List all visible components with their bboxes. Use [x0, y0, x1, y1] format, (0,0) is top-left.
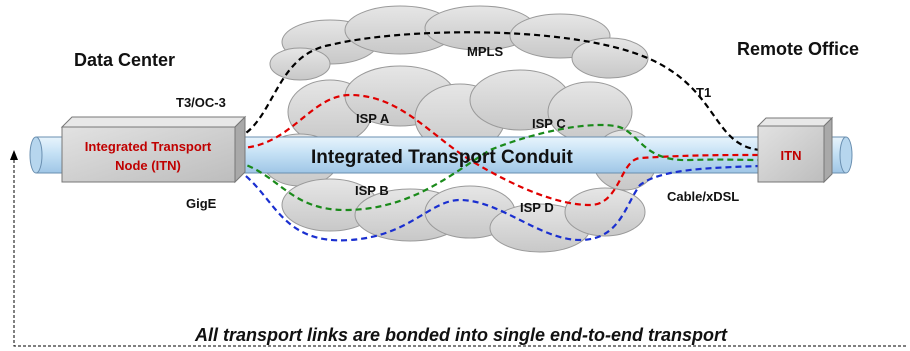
- link-path-isp-d: [237, 164, 761, 242]
- mpls-label: MPLS: [467, 44, 503, 59]
- right-itn-label: ITN: [781, 148, 802, 163]
- data-center-label: Data Center: [74, 50, 175, 70]
- t1-label: T1: [696, 85, 711, 100]
- left-itn-node: [60, 115, 247, 184]
- t3-oc3-label: T3/OC-3: [176, 95, 226, 110]
- remote-office-label: Remote Office: [737, 39, 859, 59]
- footer-caption: All transport links are bonded into sing…: [194, 325, 728, 345]
- gige-label: GigE: [186, 196, 217, 211]
- right-itn-node: [756, 116, 834, 184]
- conduit-label: Integrated Transport Conduit: [311, 147, 573, 168]
- left-itn-label-line2: Node (ITN): [115, 158, 181, 173]
- link-path-isp-a-c: [237, 93, 761, 207]
- isp-b-label: ISP B: [355, 183, 389, 198]
- isp-c-label: ISP C: [532, 116, 566, 131]
- cable-xdsl-label: Cable/xDSL: [667, 189, 739, 204]
- link-path-isp-b-c: [237, 123, 761, 212]
- cloud-mpls: [269, 5, 649, 81]
- isp-a-label: ISP A: [356, 111, 390, 126]
- left-itn-label-line1: Integrated Transport: [85, 139, 212, 154]
- isp-d-label: ISP D: [520, 200, 554, 215]
- bonding-feedback-arrow: [10, 150, 908, 347]
